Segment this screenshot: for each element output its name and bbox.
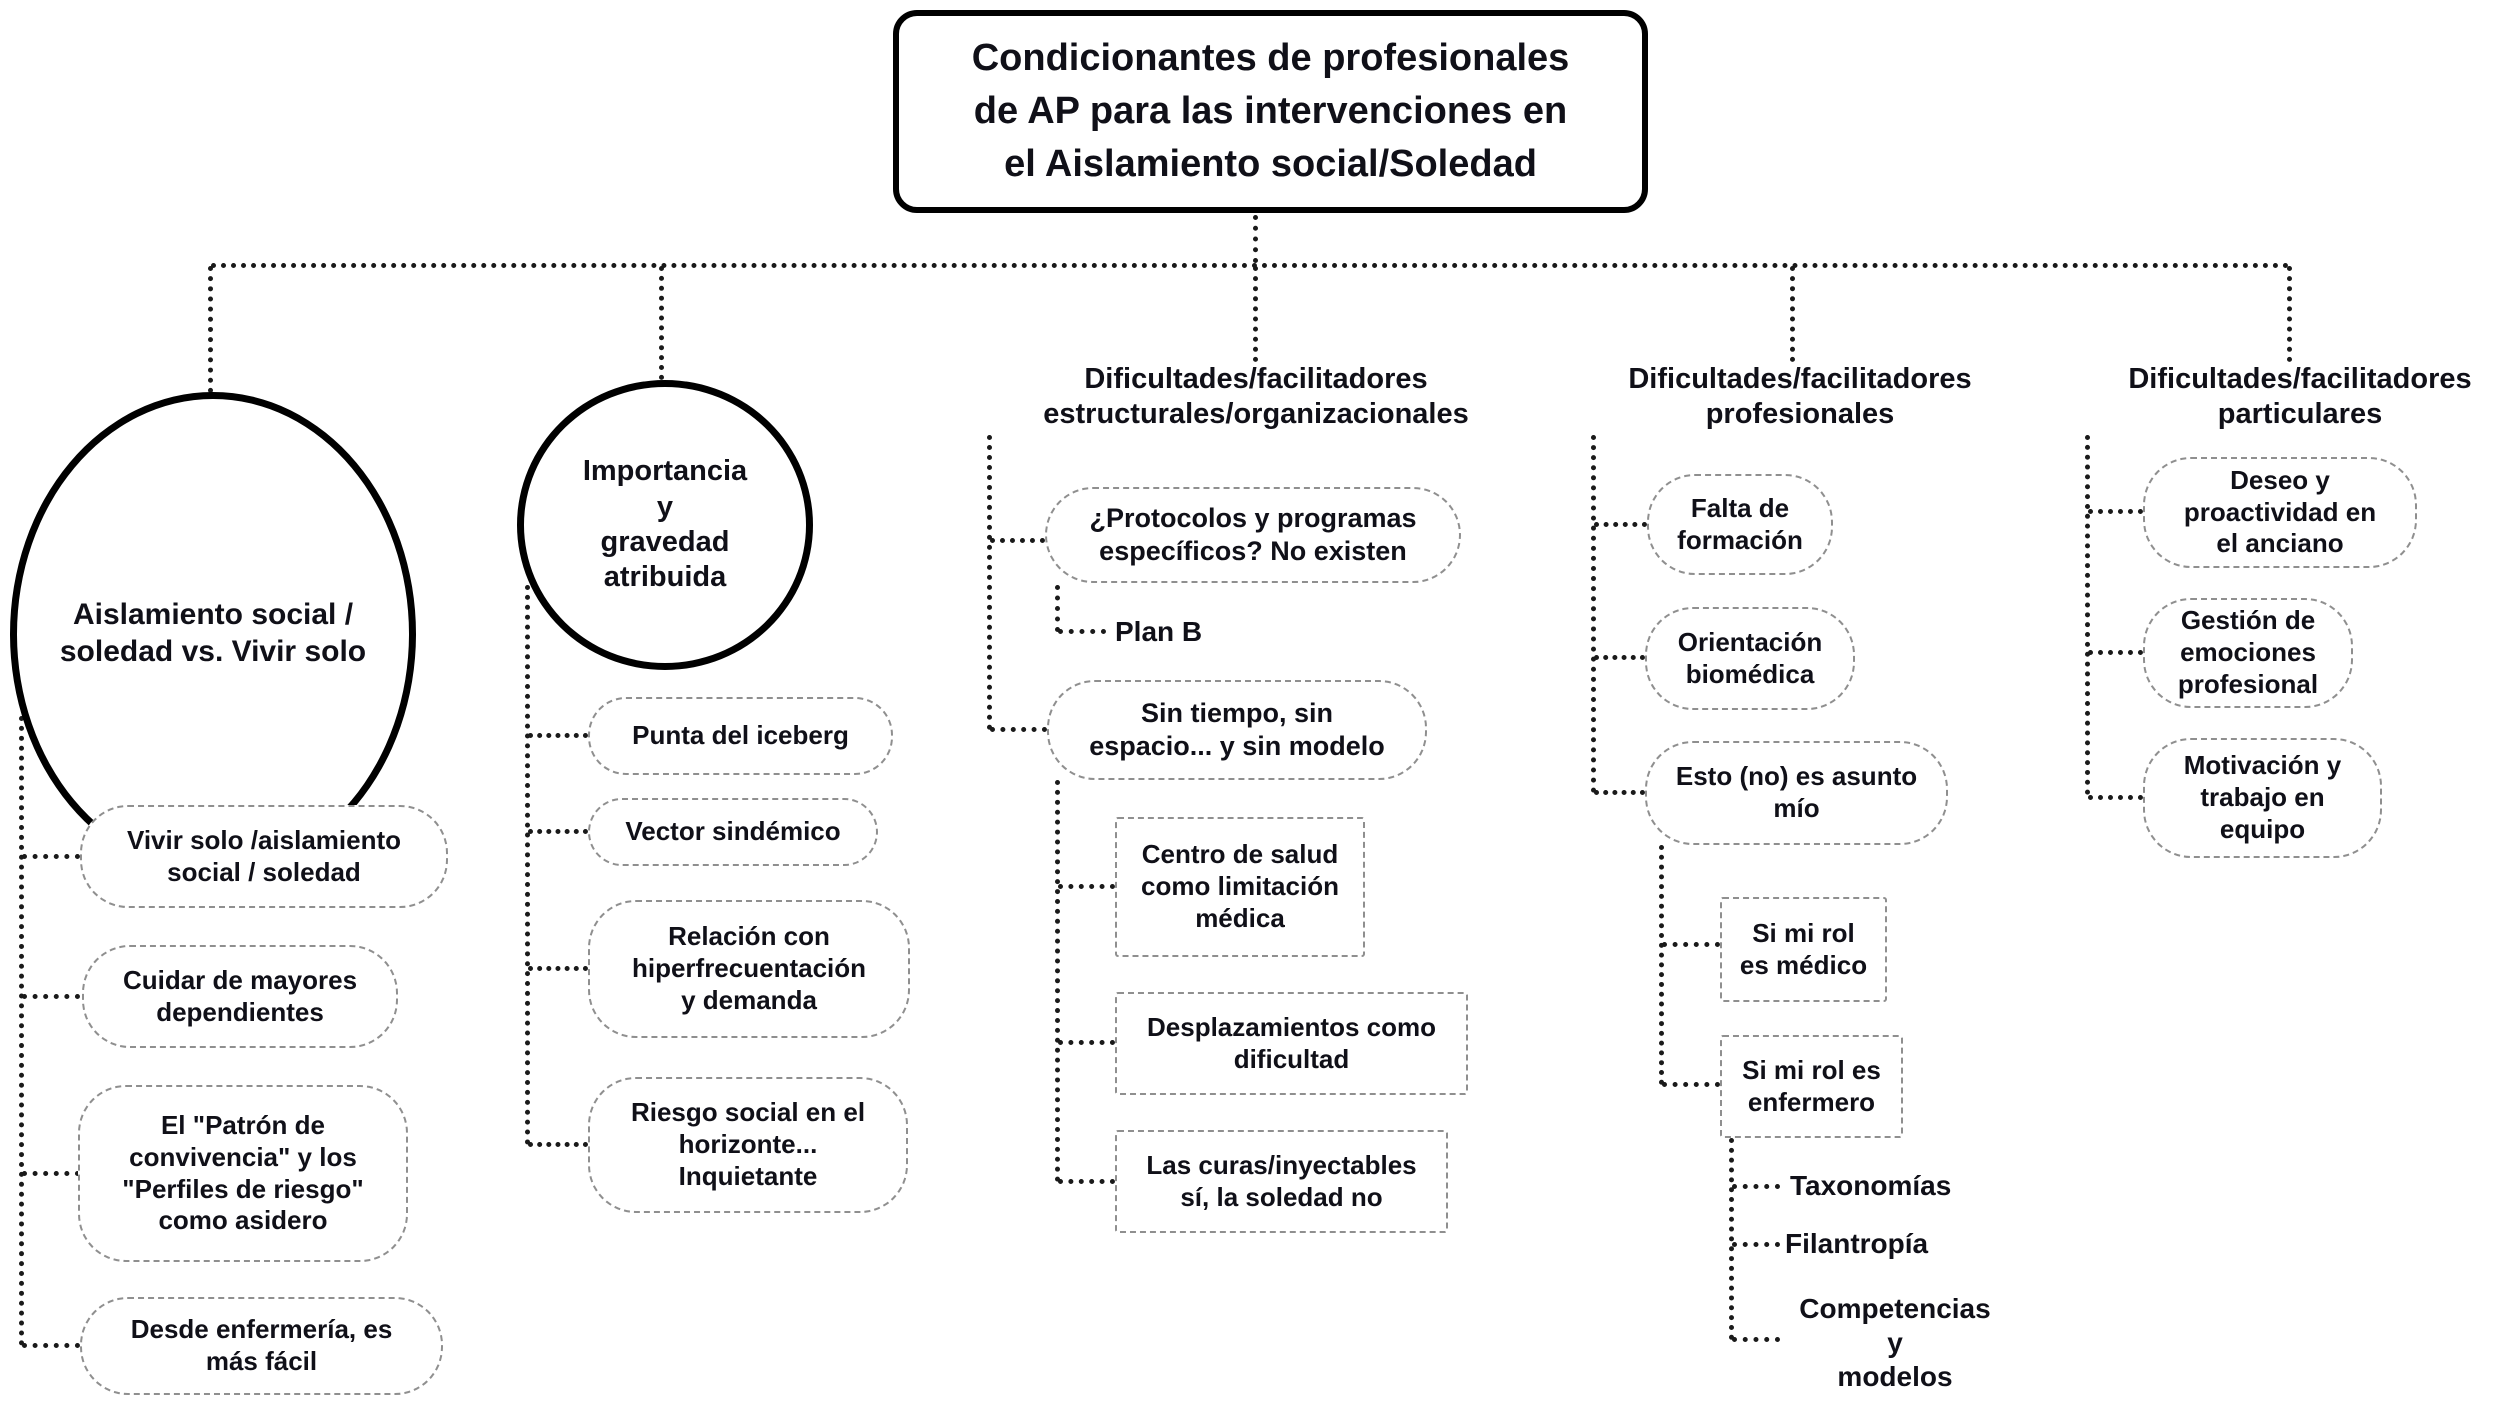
connector-stub-b2-item2 — [528, 829, 588, 834]
connector-stub-centro — [1058, 884, 1115, 889]
branch1-circle: Aislamiento social / soledad vs. Vivir s… — [10, 392, 416, 876]
branch4-item-competencias: Competencias y modelos — [1799, 1293, 1991, 1393]
connector-stub-orientacion — [1594, 655, 1645, 660]
connector-stub-gestion — [2088, 650, 2143, 655]
connector-stub-rol-medico — [1662, 942, 1720, 947]
branch5-item-deseo-proactividad: Deseo y proactividad en el anciano — [2143, 457, 2417, 568]
connector-stub-b1-item1 — [22, 854, 80, 859]
connector-subtrunk-branch4 — [1659, 845, 1664, 1085]
branch3-item-protocolos: ¿Protocolos y programas específicos? No … — [1045, 487, 1461, 583]
branch5-item-gestion-emociones: Gestión de emociones profesional — [2143, 598, 2353, 708]
connector-stub-curas — [1058, 1179, 1115, 1184]
branch2-item-punta-iceberg: Punta del iceberg — [588, 697, 893, 775]
connector-trunk-branch3 — [987, 435, 992, 730]
branch3-item-centro-salud: Centro de salud como limitación médica — [1115, 817, 1365, 957]
branch2-circle: Importancia y gravedad atribuida — [517, 380, 813, 670]
branch3-item-curas-inyectables: Las curas/inyectables sí, la soledad no — [1115, 1130, 1448, 1233]
branch4-item-orientacion-biomedica: Orientación biomédica — [1645, 607, 1855, 710]
connector-stub-falta — [1594, 522, 1647, 527]
branch4-item-rol-enfermero: Si mi rol es enfermero — [1720, 1035, 1903, 1138]
connector-drop-branch3 — [1253, 266, 1258, 362]
connector-stub-b2-item4 — [528, 1142, 588, 1147]
branch4-item-rol-medico: Si mi rol es médico — [1720, 897, 1887, 1002]
connector-stub-deseo — [2088, 509, 2143, 514]
branch3-item-plan-b: Plan B — [1115, 615, 1203, 647]
branch3-item-desplazamientos: Desplazamientos como dificultad — [1115, 992, 1468, 1095]
branch2-item-vector-sindemico: Vector sindémico — [588, 798, 878, 866]
connector-trunk-branch2 — [525, 585, 530, 1145]
connector-drop-branch2 — [659, 266, 664, 380]
connector-drop-branch5 — [2287, 266, 2292, 362]
connector-stub-planb — [1058, 629, 1106, 634]
connector-stub-filantropia — [1732, 1242, 1780, 1247]
connector-stub-b1-item3 — [22, 1171, 80, 1176]
connector-subtrunk-branch3 — [1055, 780, 1060, 1182]
branch1-item-desde-enfermeria: Desde enfermería, es más fácil — [80, 1297, 443, 1395]
connector-stub-rol-enfermero — [1662, 1082, 1720, 1087]
branch4-item-filantropia: Filantropía — [1785, 1227, 1929, 1259]
connector-stub-motivacion — [2088, 795, 2143, 800]
connector-stub-sin-tiempo — [990, 727, 1047, 732]
branch2-item-riesgo-social: Riesgo social en el horizonte... Inquiet… — [588, 1077, 908, 1213]
connector-stub-b2-item3 — [528, 966, 588, 971]
connector-stub-desplazamientos — [1058, 1040, 1115, 1045]
connector-stub-protocolos — [990, 538, 1045, 543]
branch1-item-vivir-solo: Vivir solo /aislamiento social / soledad — [80, 805, 448, 908]
branch5-item-motivacion-equipo: Motivación y trabajo en equipo — [2143, 738, 2382, 858]
connector-title-drop — [1253, 215, 1258, 263]
connector-stub-competencias — [1732, 1337, 1780, 1342]
connector-trunk-branch1 — [19, 716, 24, 1346]
connector-main-horizontal — [211, 263, 2290, 268]
connector-trunk-branch5 — [2085, 435, 2090, 795]
connector-drop-branch1 — [208, 266, 213, 393]
connector-stub-b1-item2 — [22, 994, 80, 999]
connector-stub-b2-item1 — [528, 733, 588, 738]
connector-subtrunk-planb — [1055, 585, 1060, 632]
connector-stub-taxonomias — [1732, 1184, 1780, 1189]
branch4-header: Dificultades/facilitadores profesionales — [1570, 362, 2030, 432]
branch4-item-falta-formacion: Falta de formación — [1647, 474, 1833, 575]
branch4-item-taxonomias: Taxonomías — [1790, 1169, 1952, 1201]
branch1-item-patron-convivencia: El "Patrón de convivencia" y los "Perfil… — [78, 1085, 408, 1262]
connector-trunk-branch4 — [1591, 435, 1596, 793]
branch5-header: Dificultades/facilitadores particulares — [2070, 362, 2508, 432]
connector-drop-branch4 — [1790, 266, 1795, 362]
branch1-item-cuidar-mayores: Cuidar de mayores dependientes — [82, 945, 398, 1048]
connector-stub-b1-item4 — [22, 1343, 80, 1348]
root-title-box: Condicionantes de profesionales de AP pa… — [893, 10, 1648, 213]
branch2-item-hiperfrecuentacion: Relación con hiperfrecuentación y demand… — [588, 900, 910, 1038]
branch4-item-esto-no-asunto: Esto (no) es asunto mío — [1645, 741, 1948, 845]
branch3-header: Dificultades/facilitadores estructurales… — [986, 362, 1526, 432]
branch3-item-sin-tiempo: Sin tiempo, sin espacio... y sin modelo — [1047, 680, 1427, 780]
connector-subsubtrunk-branch4 — [1729, 1138, 1734, 1340]
connector-stub-esto — [1594, 790, 1645, 795]
